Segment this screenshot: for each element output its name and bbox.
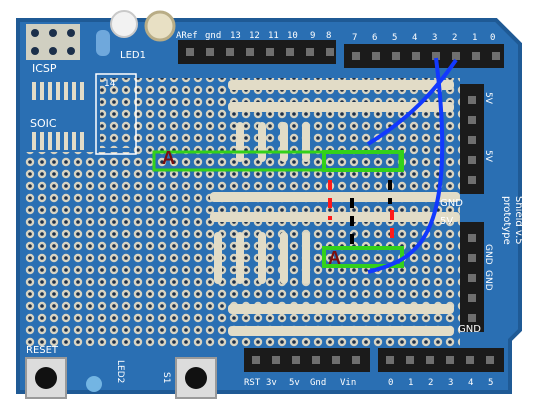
- power-pin-gnd: Gnd: [310, 378, 326, 388]
- digital-right-pin-1: 1: [472, 33, 477, 43]
- gnd-label-3: GND: [483, 244, 493, 265]
- power-pin-vin: Vin: [340, 378, 356, 388]
- 5v-label-right-a: 5V: [483, 92, 493, 105]
- serial-label: 000667188: [5, 156, 15, 208]
- digital-header-right: [344, 44, 504, 68]
- soic-label: SOIC: [30, 117, 57, 130]
- soic-footprint: [32, 82, 84, 150]
- digital-left-pin-9: 9: [310, 31, 315, 41]
- analog-title: Analog In: [416, 396, 463, 407]
- analog-pin-2: 2: [428, 378, 433, 388]
- bus-strips: [210, 80, 460, 336]
- side-label-shield-version: Shield v.5: [513, 196, 524, 245]
- digital-right-pin-5: 5: [392, 33, 397, 43]
- power-pin-rst: RST: [244, 378, 261, 388]
- side-label-prototype: prototype: [501, 196, 512, 245]
- reset-button-assembly: [25, 357, 67, 399]
- digital-left-pin-13: 13: [230, 31, 241, 41]
- s1-button-assembly: [175, 357, 217, 399]
- digital-header-left: [178, 40, 336, 64]
- marker-A-top: A: [162, 148, 175, 168]
- date-label: 2012.7.23: [5, 70, 15, 116]
- digital-left-pin-11: 11: [268, 31, 279, 41]
- digital-right-pin-7: 7: [352, 33, 357, 43]
- digital-right-pin-3: 3: [432, 33, 437, 43]
- gnd-label-2: GND: [458, 324, 481, 335]
- digital-right-pin-2: 2: [452, 33, 457, 43]
- blue-wire-2: [367, 57, 445, 274]
- gnd-label-1: GND: [440, 198, 463, 209]
- power-pin-5v: 5v: [289, 378, 300, 388]
- led2-body: [86, 376, 102, 392]
- analog-pin-5: 5: [488, 378, 493, 388]
- 5v-label-right-b: 5V: [483, 150, 493, 163]
- led1-label: LED1: [120, 50, 146, 61]
- digital-left-pin-8: 8: [326, 31, 331, 41]
- blue-wire-1: [366, 58, 458, 146]
- digital-left-pin-gnd: gnd: [205, 31, 221, 41]
- digital-right-pin-6: 6: [372, 33, 377, 43]
- s1-label: S1: [161, 372, 171, 383]
- right-headers: [460, 84, 484, 332]
- analog-pin-3: 3: [448, 378, 453, 388]
- analog-pin-1: 1: [408, 378, 413, 388]
- reset-label: RESET: [26, 345, 59, 356]
- digital-right-pin-4: 4: [412, 33, 417, 43]
- pin14-label: 14: [104, 79, 116, 89]
- analog-pin-4: 4: [468, 378, 473, 388]
- digital-right-pin-0: 0: [490, 33, 495, 43]
- gnd-label-right: GND: [483, 270, 493, 291]
- digital-right-title: Digital I/O: [388, 3, 448, 17]
- icsp-label: ICSP: [32, 62, 57, 75]
- analog-pin-0: 0: [388, 378, 393, 388]
- green-box-top-right: [322, 150, 404, 172]
- bottom-headers: [244, 348, 504, 372]
- icsp-header: [26, 24, 80, 60]
- marker-A-bottom: A: [328, 248, 341, 268]
- ic-socket-outline: [95, 73, 137, 155]
- digital-left-pin-10: 10: [287, 31, 298, 41]
- power-pin-3v: 3v: [266, 378, 277, 388]
- digital-left-pin-aref: ARef: [176, 31, 198, 41]
- digital-left-title: Digital I/O: [242, 3, 302, 17]
- top-components: [96, 10, 176, 56]
- led2-label: LED2: [115, 360, 125, 383]
- digital-left-pin-12: 12: [249, 31, 260, 41]
- 5v-label-1: 5V: [440, 216, 453, 227]
